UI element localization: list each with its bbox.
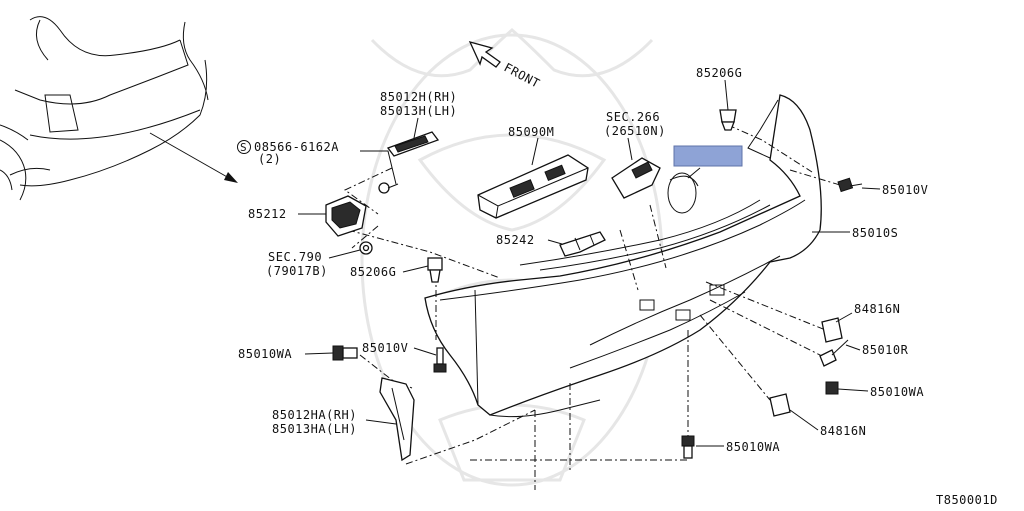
label-85090m: 85090M	[508, 125, 554, 139]
label-sec790-ref: (79017B)	[266, 264, 328, 278]
label-sec266: SEC.266	[606, 110, 660, 124]
vehicle-rear-outline	[0, 16, 209, 201]
label-85206g-top: 85206G	[696, 66, 742, 80]
label-84816n-top: 84816N	[854, 302, 900, 316]
label-85206g-left: 85206G	[350, 265, 396, 279]
bolt-85010v-right	[837, 177, 863, 193]
label-85010r: 85010R	[862, 343, 909, 357]
label-screw-code: 08566-6162A	[254, 140, 339, 154]
clip-85206g-top	[719, 109, 737, 131]
bolt-85010wa-left	[332, 345, 358, 361]
label-85012ha: 85012HA(RH)	[272, 408, 357, 422]
rear-camera-85212	[325, 195, 373, 255]
view-arrow-head	[224, 172, 238, 183]
label-85012h: 85012H(RH)	[380, 90, 457, 104]
label-85010s: 85010S	[852, 226, 898, 240]
bolt-85010wa-right	[825, 381, 839, 395]
label-85010v-right: 85010V	[882, 183, 928, 197]
part-labels: 85206G 85010V 85010S 84816N 85010R 85010…	[237, 66, 998, 507]
screw-symbol-circle	[237, 140, 251, 154]
label-85013ha: 85013HA(LH)	[272, 422, 357, 436]
screw-symbol: S	[240, 141, 247, 154]
label-85010wa-bottom: 85010WA	[726, 440, 780, 454]
label-85010v-left: 85010V	[362, 341, 408, 355]
plug-84816n-top	[821, 317, 843, 343]
bolt-85010wa-bottom	[681, 435, 695, 459]
label-85013h: 85013H(LH)	[380, 104, 457, 118]
label-screw-qty: (2)	[258, 152, 281, 166]
label-84816n-bottom: 84816N	[820, 424, 866, 438]
bolt-85010v-left	[433, 347, 447, 373]
label-sec266-ref: (26510N)	[604, 124, 666, 138]
leader-lines	[298, 79, 881, 447]
module-85090m	[477, 154, 589, 219]
label-85010wa-right: 85010WA	[870, 385, 924, 399]
label-sec790: SEC.790	[268, 250, 322, 264]
view-arrow-line	[149, 132, 237, 183]
clip-85206g-left	[427, 257, 443, 283]
assembly-guide-lines	[344, 124, 841, 490]
stud-85010r	[819, 339, 849, 367]
front-label: FRONT	[502, 60, 543, 90]
lower-bracket-85012ha	[379, 377, 415, 462]
plug-84816n-bottom	[769, 393, 791, 417]
label-85242: 85242	[496, 233, 535, 247]
highlight-box	[673, 145, 743, 167]
diagram-id: T850001D	[936, 493, 998, 507]
side-bracket-85012h	[378, 131, 440, 194]
bracket-85242	[559, 231, 606, 257]
label-85212: 85212	[248, 207, 287, 221]
label-85010wa-left: 85010WA	[238, 347, 292, 361]
license-lamp-26510n	[611, 157, 699, 214]
rear-bumper-fascia	[424, 94, 822, 418]
